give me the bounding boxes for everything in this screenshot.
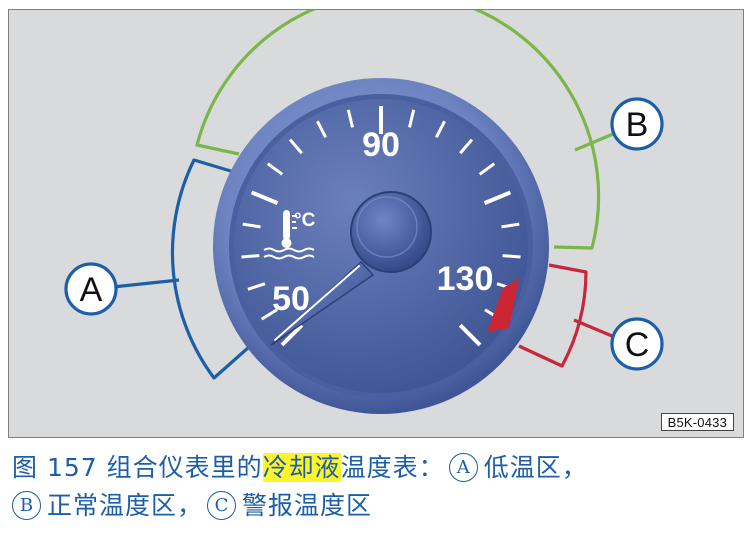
- scale-tick: [288, 138, 303, 155]
- scale-tick: [458, 323, 482, 347]
- scale-tick: [478, 162, 496, 176]
- callout-b-letter: B: [626, 106, 649, 144]
- scale-label-130: 130: [437, 260, 494, 298]
- scale-tick: [266, 162, 284, 176]
- scale-tick: [316, 120, 327, 138]
- scale-tick: [260, 308, 278, 321]
- callout-a-letter: A: [80, 271, 103, 309]
- scale-label-90: 90: [362, 126, 400, 164]
- scale-tick: [250, 190, 279, 205]
- gauge-needle: [270, 260, 375, 346]
- callout-b-circle: [610, 97, 664, 151]
- caption-title-after: 温度表：: [340, 453, 445, 482]
- caption-item-c-text: 警报温度区: [242, 491, 373, 520]
- needle-hub: [350, 191, 432, 273]
- scale-tick: [346, 109, 354, 128]
- scale-tick: [483, 190, 512, 205]
- callout-b-leader: [574, 132, 614, 152]
- unit-symbol: °C: [294, 210, 316, 231]
- caption-figure-label: 图: [12, 453, 39, 482]
- scale-tick: [241, 254, 260, 259]
- figure-panel: 90 130 50 °C A B C B5K-0433: [8, 9, 744, 438]
- warning-zone-mark: [487, 278, 519, 332]
- scale-tick: [435, 120, 446, 138]
- scale-tick: [280, 323, 304, 347]
- callout-a-circle: [64, 262, 118, 316]
- caption-item-b-text: 正常温度区，: [47, 491, 204, 520]
- caption-title-before: 组合仪表里的: [106, 453, 263, 482]
- zone-a-bracket: [170, 158, 251, 380]
- coolant-gauge-illustration: 90 130 50 °C A B C: [64, 10, 664, 414]
- caption-key-a: A: [448, 453, 478, 482]
- caption-item-a-text: 低温区，: [483, 453, 588, 482]
- caption-title-highlight: 冷却液: [262, 453, 341, 482]
- scale-tick: [501, 222, 520, 229]
- scale-tick: [408, 109, 416, 128]
- scale-tick: [247, 282, 266, 291]
- scale-label-50: 50: [272, 280, 310, 318]
- coolant-thermometer-icon: [263, 210, 315, 260]
- scale-tick: [242, 222, 261, 229]
- zone-b-bracket: [195, 10, 601, 250]
- caption-key-b: B: [12, 491, 41, 520]
- caption-key-c: C: [207, 491, 237, 520]
- callout-a-leader: [112, 278, 180, 289]
- caption-figure-number: 157: [46, 453, 98, 482]
- callout-c-leader: [573, 318, 613, 338]
- figure-code-label: B5K-0433: [660, 413, 734, 431]
- scale-tick: [459, 138, 474, 155]
- scale-tick: [502, 254, 521, 259]
- zone-c-bracket: [518, 263, 588, 368]
- scale-ticks: [241, 106, 521, 347]
- callout-c-circle: [610, 317, 664, 371]
- callout-c-letter: C: [625, 326, 650, 364]
